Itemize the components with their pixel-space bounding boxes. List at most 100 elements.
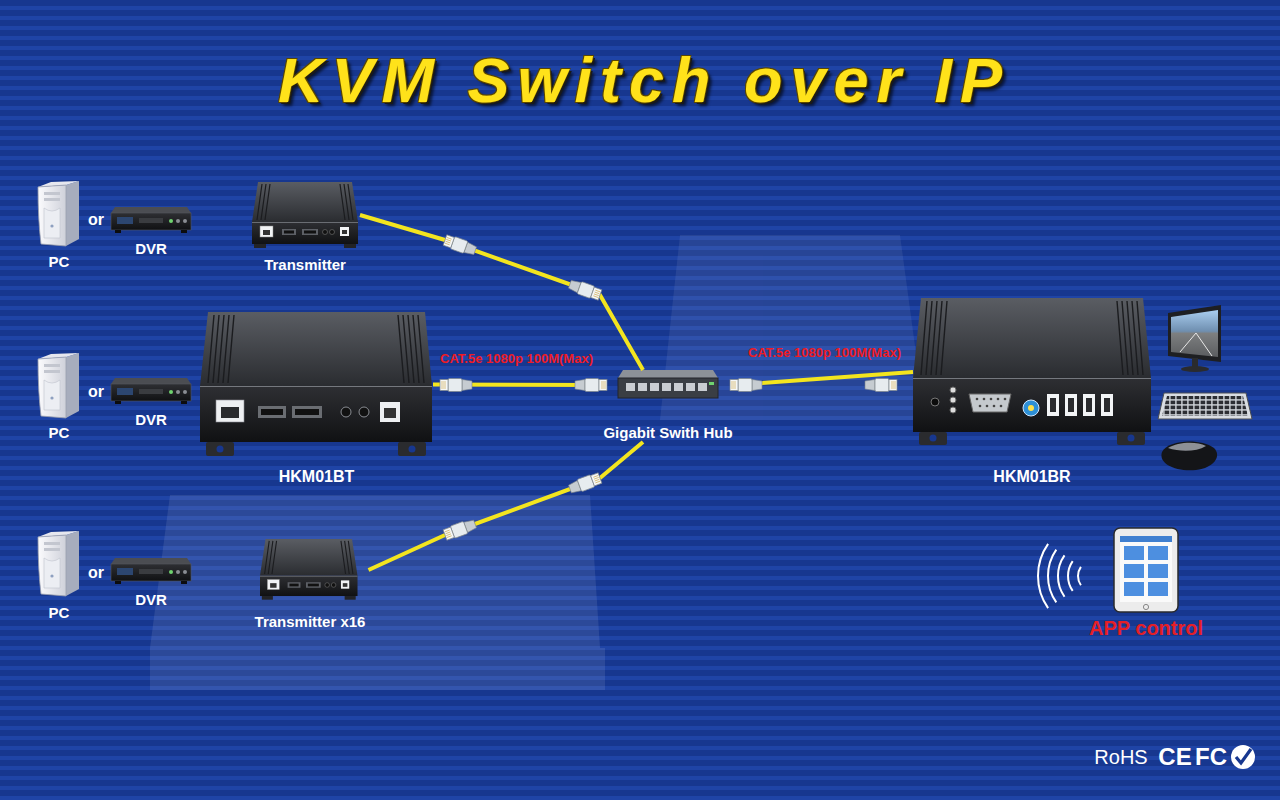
device-label: HKM01BR [993, 467, 1070, 487]
hkm01br-unit [950, 397, 956, 403]
hkm01bt-unit [208, 315, 424, 383]
pc-tower: PC [38, 352, 80, 442]
hkm01br-unit [969, 394, 1011, 412]
tablet-icon [1148, 582, 1168, 596]
device-label: DVR [135, 411, 167, 429]
keyboard-icon [1162, 396, 1248, 416]
switch-hub-icon [618, 370, 718, 378]
rj45-plug [568, 278, 603, 301]
hkm01br-unit [1065, 394, 1077, 416]
keyboard-icon [1158, 393, 1252, 419]
switch-hub-icon [709, 382, 714, 385]
hkm01br-unit [1000, 405, 1003, 408]
hkm01br-unit [931, 398, 939, 406]
dvr-recorder: DVR [111, 378, 191, 429]
cable-spec: CAT.5e 1080p 100M(Max) [440, 350, 593, 365]
wireless-waves [1038, 544, 1048, 608]
hkm01br-unit [1068, 398, 1074, 412]
device-label: Gigabit Swith Hub [603, 424, 732, 442]
node-caption: DVR [111, 240, 191, 258]
node-caption: Gigabit Swith Hub [600, 424, 736, 442]
wireless-waves [1058, 555, 1065, 596]
network-cable [369, 442, 644, 570]
device-label: PC [49, 424, 70, 442]
transmitter-unit: HKM01BT [200, 312, 433, 487]
hkm01br-unit [990, 398, 993, 401]
hkm01br-unit [913, 378, 1151, 379]
hkm01br-unit [1004, 398, 1007, 401]
hkm01bt-unit [398, 442, 426, 456]
mouse-icon [1161, 442, 1217, 471]
dvr-recorder: DVR [111, 207, 191, 258]
watermark-device [420, 600, 438, 640]
watermark-device [203, 593, 227, 617]
hkm01bt-unit [200, 386, 432, 442]
certification-check [1231, 745, 1255, 769]
hkm01br-unit [1117, 432, 1145, 445]
tablet-icon [1148, 564, 1168, 578]
switch-hub-icon [650, 383, 659, 391]
hkm01br-unit [1104, 398, 1110, 412]
cable-spec: CAT.5e 1080p 100M(Max) [748, 344, 901, 359]
node-caption: Transmitter x16 [252, 613, 369, 631]
device-label: HKM01BT [279, 467, 355, 487]
hkm01bt-unit [206, 442, 234, 456]
node-caption: HKM01BT [200, 467, 433, 487]
device-label: Transmitter x16 [255, 613, 366, 631]
hkm01br-unit [997, 398, 1000, 401]
tablet-icon [1114, 528, 1178, 612]
hkm01bt-unit [217, 446, 224, 453]
hkm01br-unit [986, 405, 989, 408]
monitor-icon [1180, 333, 1212, 356]
hkm01bt-unit [295, 409, 319, 415]
rj45-plug [440, 379, 472, 392]
hkm01br-unit [1023, 400, 1039, 416]
keyboard-icon [1158, 393, 1252, 419]
hkm01br-unit [1128, 435, 1135, 442]
dvr-icon [111, 558, 191, 584]
hkm01br-unit [1050, 398, 1056, 412]
switch-hub-icon [686, 383, 695, 391]
watermark-device [150, 648, 605, 690]
wireless-waves [1048, 550, 1056, 603]
device-label: DVR [135, 240, 167, 258]
rj45-plug [865, 379, 897, 392]
hkm01br-unit [913, 298, 1151, 378]
hkm01br-unit [983, 398, 986, 401]
device-label: APP control [1089, 617, 1203, 639]
connector-word: or [88, 564, 104, 582]
hkm01bt-unit [200, 386, 432, 387]
hkm01br-unit [919, 432, 947, 445]
mouse-icon [1161, 442, 1217, 471]
compliance-mark: FC [1195, 743, 1227, 771]
tablet-icon [1124, 564, 1144, 578]
watermark-device [150, 495, 600, 648]
tablet-app: APP control [1086, 527, 1207, 639]
hkm01bt-unit [261, 409, 283, 415]
watermark-device [500, 600, 518, 640]
hkm01bt-unit [200, 312, 432, 386]
hkm01bt-unit [258, 406, 286, 418]
pc-tower-icon [38, 531, 79, 596]
switch-hub-icon [626, 383, 635, 391]
hkm01br-unit [1083, 394, 1095, 416]
hkm01bt-unit [200, 312, 432, 456]
node-caption: APP control [1086, 617, 1207, 639]
watermark-device [150, 495, 605, 690]
watermark-device [460, 600, 478, 640]
hkm01bt-unit [221, 407, 239, 418]
tablet-icon [1114, 528, 1178, 612]
monitor-icon [1181, 366, 1209, 372]
connector-word: or [88, 383, 104, 401]
node-caption: PC [38, 424, 80, 442]
device-label: DVR [135, 591, 167, 609]
tablet-icon [1120, 536, 1172, 542]
switch-hub-icon [638, 383, 647, 391]
switch-hub-icon [698, 383, 707, 391]
